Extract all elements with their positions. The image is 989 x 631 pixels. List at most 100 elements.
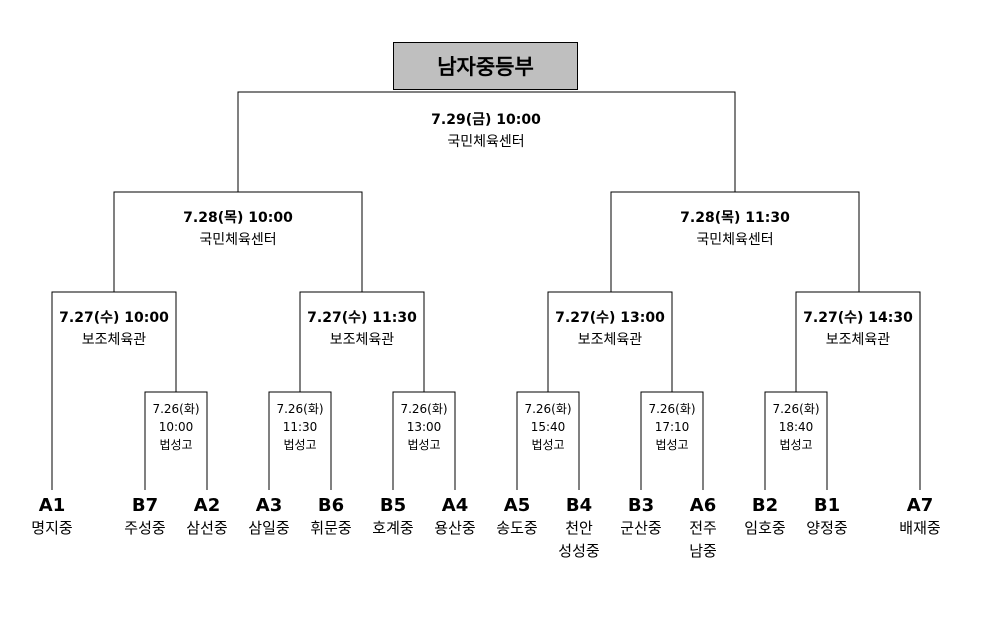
match-time: 17:10 [654, 420, 690, 434]
team-a6: A6 전주 남중 [689, 495, 717, 563]
match-time: 15:40 [530, 420, 566, 434]
team-code: B6 [317, 495, 345, 516]
team-code: B1 [813, 495, 841, 516]
semi-match-1: 7.28(목) 10:00 국민체육센터 [183, 208, 293, 251]
team-b1: B1 양정중 [806, 495, 847, 540]
round1-match-5: 7.26(화) 17:10 법성고 [648, 400, 695, 454]
team-code: A5 [503, 495, 531, 516]
team-a5: A5 송도중 [496, 495, 537, 540]
quarter-2-bracket-line [299, 291, 425, 392]
match-venue: 법성고 [779, 438, 813, 452]
match-date: 7.29(금) 10:00 [431, 112, 541, 128]
round1-1-bracket-line [144, 391, 208, 490]
match-venue: 법성고 [407, 438, 441, 452]
team-name: 전주 [689, 519, 717, 537]
match-time: 13:00 [406, 420, 442, 434]
team-code: A6 [689, 495, 717, 516]
match-date: 7.26(화) [648, 402, 696, 416]
round1-match-6: 7.26(화) 18:40 법성고 [772, 400, 819, 454]
match-date: 7.26(화) [276, 402, 324, 416]
team-name: 임호중 [744, 519, 786, 537]
team-a2: A2 삼선중 [186, 495, 227, 540]
team-b2: B2 임호중 [744, 495, 785, 540]
quarter-3-bracket-line [547, 291, 673, 392]
match-venue: 법성고 [283, 438, 317, 452]
match-venue: 보조체육관 [577, 332, 643, 348]
round1-match-4: 7.26(화) 15:40 법성고 [524, 400, 571, 454]
team-a3: A3 삼일중 [248, 495, 289, 540]
team-name: 삼일중 [248, 519, 290, 537]
match-venue: 법성고 [159, 438, 193, 452]
match-venue: 보조체육관 [81, 332, 147, 348]
match-date: 7.26(화) [152, 402, 200, 416]
match-venue: 국민체육센터 [199, 232, 277, 248]
match-date: 7.28(목) 11:30 [680, 210, 790, 226]
match-date: 7.26(화) [772, 402, 820, 416]
team-name: 주성중 [124, 519, 166, 537]
semi-right-bracket-line [610, 191, 860, 292]
semi-left-bracket-line [113, 191, 363, 292]
team-code: B4 [565, 495, 593, 516]
quarter-match-1: 7.27(수) 10:00 보조체육관 [59, 308, 169, 351]
page-title: 남자중등부 [393, 42, 578, 90]
team-a7: A7 배재중 [899, 495, 940, 540]
team-code: B3 [627, 495, 655, 516]
match-venue: 국민체육센터 [447, 134, 525, 150]
team-a1: A1 명지중 [31, 495, 72, 540]
match-date: 7.26(화) [524, 402, 572, 416]
quarter-match-2: 7.27(수) 11:30 보조체육관 [307, 308, 417, 351]
quarter-match-4: 7.27(수) 14:30 보조체육관 [803, 308, 913, 351]
team-code: B7 [131, 495, 159, 516]
team-b7: B7 주성중 [124, 495, 165, 540]
team-code: A3 [255, 495, 283, 516]
round1-match-2: 7.26(화) 11:30 법성고 [276, 400, 323, 454]
team-name: 천안 [565, 519, 593, 537]
round1-3-bracket-line [392, 391, 456, 490]
team-name: 호계중 [372, 519, 414, 537]
match-time: 11:30 [282, 420, 318, 434]
match-venue: 보조체육관 [329, 332, 395, 348]
match-date: 7.26(화) [400, 402, 448, 416]
team-b5: B5 호계중 [372, 495, 413, 540]
team-a4: A4 용산중 [434, 495, 475, 540]
round1-2-bracket-line [268, 391, 332, 490]
team-code: B2 [751, 495, 779, 516]
team-name: 명지중 [31, 519, 73, 537]
team-b6: B6 휘문중 [310, 495, 351, 540]
team-b3: B3 군산중 [620, 495, 661, 540]
match-time: 10:00 [158, 420, 194, 434]
team-code: A2 [193, 495, 221, 516]
round1-5-bracket-line [640, 391, 704, 490]
match-date: 7.27(수) 13:00 [555, 310, 665, 326]
round1-match-3: 7.26(화) 13:00 법성고 [400, 400, 447, 454]
team-name: 송도중 [496, 519, 538, 537]
round1-4-bracket-line [516, 391, 580, 490]
match-venue: 국민체육센터 [696, 232, 774, 248]
quarter-match-3: 7.27(수) 13:00 보조체육관 [555, 308, 665, 351]
quarter-4-bracket-line [795, 291, 921, 490]
match-venue: 보조체육관 [825, 332, 891, 348]
team-name: 양정중 [806, 519, 848, 537]
team-code: A4 [441, 495, 469, 516]
match-date: 7.27(수) 14:30 [803, 310, 913, 326]
team-code: B5 [379, 495, 407, 516]
team-name: 삼선중 [186, 519, 228, 537]
quarter-1-bracket-line [51, 291, 177, 490]
team-name: 휘문중 [310, 519, 352, 537]
match-venue: 법성고 [531, 438, 565, 452]
match-date: 7.27(수) 11:30 [307, 310, 417, 326]
team-code: A1 [38, 495, 66, 516]
match-date: 7.28(목) 10:00 [183, 210, 293, 226]
team-name: 군산중 [620, 519, 662, 537]
final-bracket-line [237, 91, 736, 192]
match-time: 18:40 [778, 420, 814, 434]
match-date: 7.27(수) 10:00 [59, 310, 169, 326]
semi-match-2: 7.28(목) 11:30 국민체육센터 [680, 208, 790, 251]
team-name-line2: 성성중 [558, 542, 600, 560]
match-venue: 법성고 [655, 438, 689, 452]
team-b4: B4 천안 성성중 [558, 495, 599, 563]
final-match: 7.29(금) 10:00 국민체육센터 [431, 110, 541, 153]
team-code: A7 [906, 495, 934, 516]
round1-match-1: 7.26(화) 10:00 법성고 [152, 400, 199, 454]
